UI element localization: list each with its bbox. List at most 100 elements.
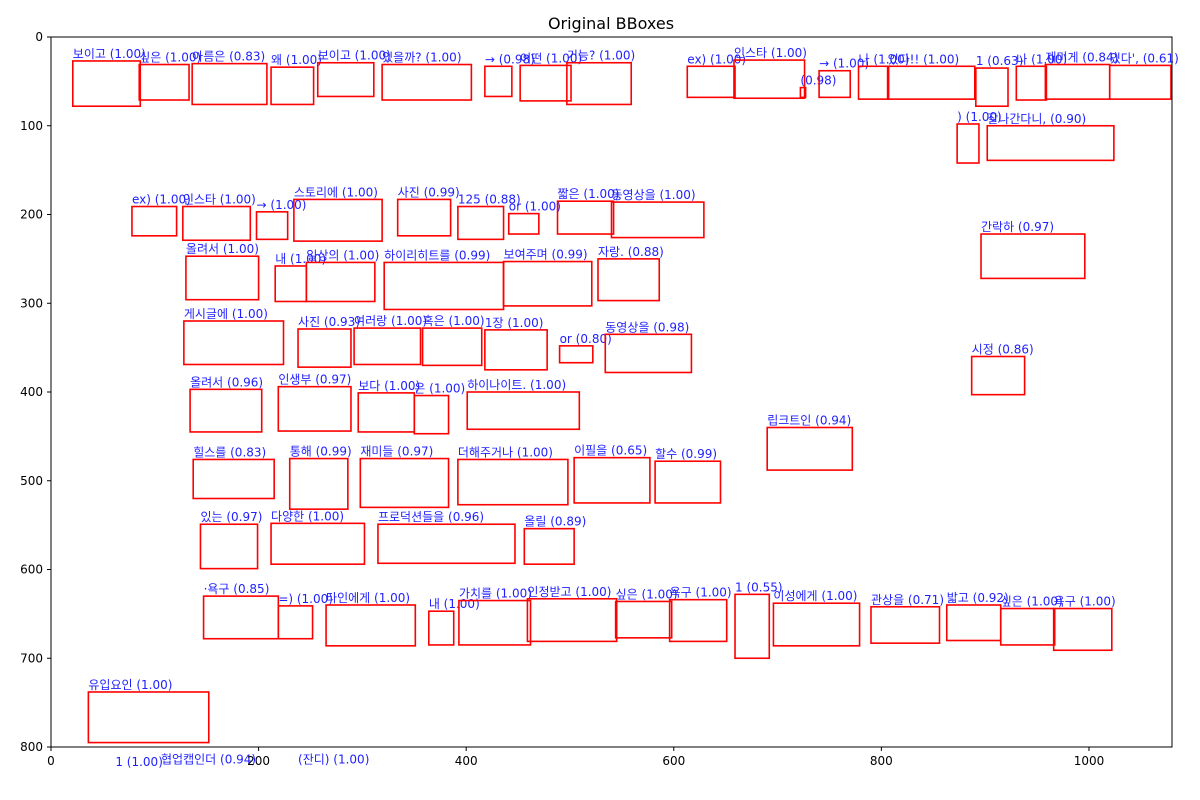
bbox-label: 하이나이트. (1.00): [467, 378, 566, 392]
bbox-rect: [799, 86, 807, 99]
bbox-label: 올릴 (0.89): [524, 515, 586, 529]
bbox-rect: [523, 527, 575, 565]
bbox-group: 보이고 (1.00)싶은 (1.00)아름은 (0.83)왜 (1.00)보이고…: [71, 46, 1179, 769]
x-tick-label: 200: [247, 754, 270, 768]
bbox-label: 보여주며 (0.99): [504, 248, 588, 262]
bbox-rect: [293, 198, 383, 242]
bbox-rect: [980, 233, 1086, 280]
bbox-label: 나 (1.00): [859, 52, 910, 66]
bbox-rect: [1052, 607, 1113, 652]
y-tick-label: 0: [35, 30, 43, 44]
bbox-rect: [87, 691, 210, 744]
bbox-rect: [502, 260, 593, 307]
bbox-rect: [654, 460, 722, 504]
bbox-label: 싶은 (1.00): [1001, 595, 1063, 609]
bbox-label: 기능? (1.00): [567, 49, 635, 63]
bbox-rect: [457, 205, 505, 241]
bbox-rect: [183, 320, 285, 366]
bbox-rect: [305, 261, 376, 303]
chart-title: Original BBoxes: [548, 14, 674, 33]
bbox-label: 있는 (0.97): [200, 510, 262, 524]
bbox-label: 있을까? (1.00): [382, 51, 461, 65]
bbox-rect: [733, 59, 806, 100]
bbox-rect: [1108, 64, 1172, 100]
x-tick-label: 1000: [1074, 754, 1105, 768]
bbox-label: 왜 (1.00): [271, 53, 322, 67]
bbox-label: 1 (0.55): [735, 580, 783, 594]
bbox-label: 인생부 (0.97): [278, 373, 351, 387]
bbox-rect: [277, 385, 352, 432]
bbox-label: 동영상을 (1.00): [612, 188, 696, 202]
bbox-rect: [428, 610, 455, 646]
bbox-rect: [886, 65, 976, 100]
bbox-rect: [396, 198, 452, 237]
bbox-rect: [597, 258, 661, 302]
bbox-label: 재미게 (0.84): [1045, 51, 1118, 65]
bbox-rect: [1044, 63, 1111, 100]
bbox-label: 협업캡인더 (0.94): [161, 753, 256, 767]
bbox-label: 1장 (1.00): [485, 316, 544, 330]
bbox-label: 스토리에 (1.00): [294, 185, 378, 199]
bbox-rect: [421, 327, 483, 367]
bbox-label: 다양한 (1.00): [271, 509, 344, 523]
bbox-rect: [325, 604, 417, 647]
bbox-rect: [970, 355, 1026, 396]
bbox-label: 여러랑 (1.00): [354, 314, 427, 328]
bbox-rect: [507, 212, 540, 235]
bbox-rect: [558, 345, 594, 364]
bbox-rect: [734, 593, 771, 660]
bbox-label: 사진 (0.99): [398, 185, 460, 199]
bbox-rect: [182, 205, 252, 242]
bbox-rect: [484, 65, 513, 98]
bbox-label: 나 (1.00): [1016, 52, 1067, 66]
bbox-rect: [818, 69, 852, 99]
bbox-label: 올려서 (1.00): [186, 242, 259, 256]
bbox-rect: [986, 124, 1115, 162]
bbox-label: 자랑. (0.88): [598, 245, 664, 259]
bbox-label: 밟고 (0.92): [947, 591, 1009, 605]
bbox-label: 아름은 (0.83): [192, 50, 265, 64]
bbox-label: 타인에게 (1.00): [326, 591, 410, 605]
bbox-label: 125 (0.88): [458, 193, 521, 207]
bbox-rect: [999, 607, 1056, 646]
bbox-rect: [277, 605, 314, 640]
bbox-label: 게시글에 (1.00): [184, 307, 268, 321]
bbox-label: 인스타 (1.00): [183, 193, 256, 207]
bbox-rect: [138, 63, 190, 101]
y-tick-label: 100: [20, 119, 43, 133]
bbox-label: 간락하 (0.97): [981, 220, 1054, 234]
bbox-label: 짧은 (1.00): [558, 187, 620, 201]
bbox-label: 있다', (0.61): [1110, 51, 1179, 65]
x-tick-label: 0: [47, 754, 55, 768]
y-tick-label: 300: [20, 296, 43, 310]
bbox-label: ·욕구 (0.85): [204, 582, 270, 596]
bbox-label: 싶은 (1.00): [139, 51, 201, 65]
bbox-label: 재미들 (0.97): [360, 445, 433, 459]
bbox-rect: [189, 388, 263, 433]
bbox-rect: [573, 456, 651, 504]
bbox-label: 보이고 (1.00): [318, 49, 391, 63]
bbox-label: 유입요인 (1.00): [88, 678, 172, 692]
bbox-rect: [357, 392, 416, 433]
bbox-rect: [288, 457, 349, 510]
y-tick-label: 800: [20, 740, 43, 754]
y-tick-label: 400: [20, 385, 43, 399]
bbox-label: 프로덕션들을 (0.96): [378, 510, 484, 524]
bbox-rect: [956, 123, 980, 164]
bbox-label: =) (1.00): [278, 592, 333, 606]
bbox-rect: [191, 62, 268, 106]
bbox-rect: [975, 67, 1009, 108]
bbox-rect: [466, 391, 581, 431]
y-tick-label: 500: [20, 474, 43, 488]
bbox-rect: [255, 211, 289, 241]
bbox-label: 싶은 (1.00): [616, 587, 678, 601]
bbox-label: 더해주거나 (1.00): [458, 445, 553, 459]
bbox-label: ) (1.00): [957, 110, 1002, 124]
bbox-label: 혹은 (1.00): [423, 314, 485, 328]
bbox-label: or (0.80): [560, 332, 612, 346]
bbox-label: 잘나간다니, (0.90): [987, 112, 1086, 126]
bbox-label: 이성에게 (1.00): [773, 589, 857, 603]
bbox-label: → (1.00): [819, 57, 869, 71]
